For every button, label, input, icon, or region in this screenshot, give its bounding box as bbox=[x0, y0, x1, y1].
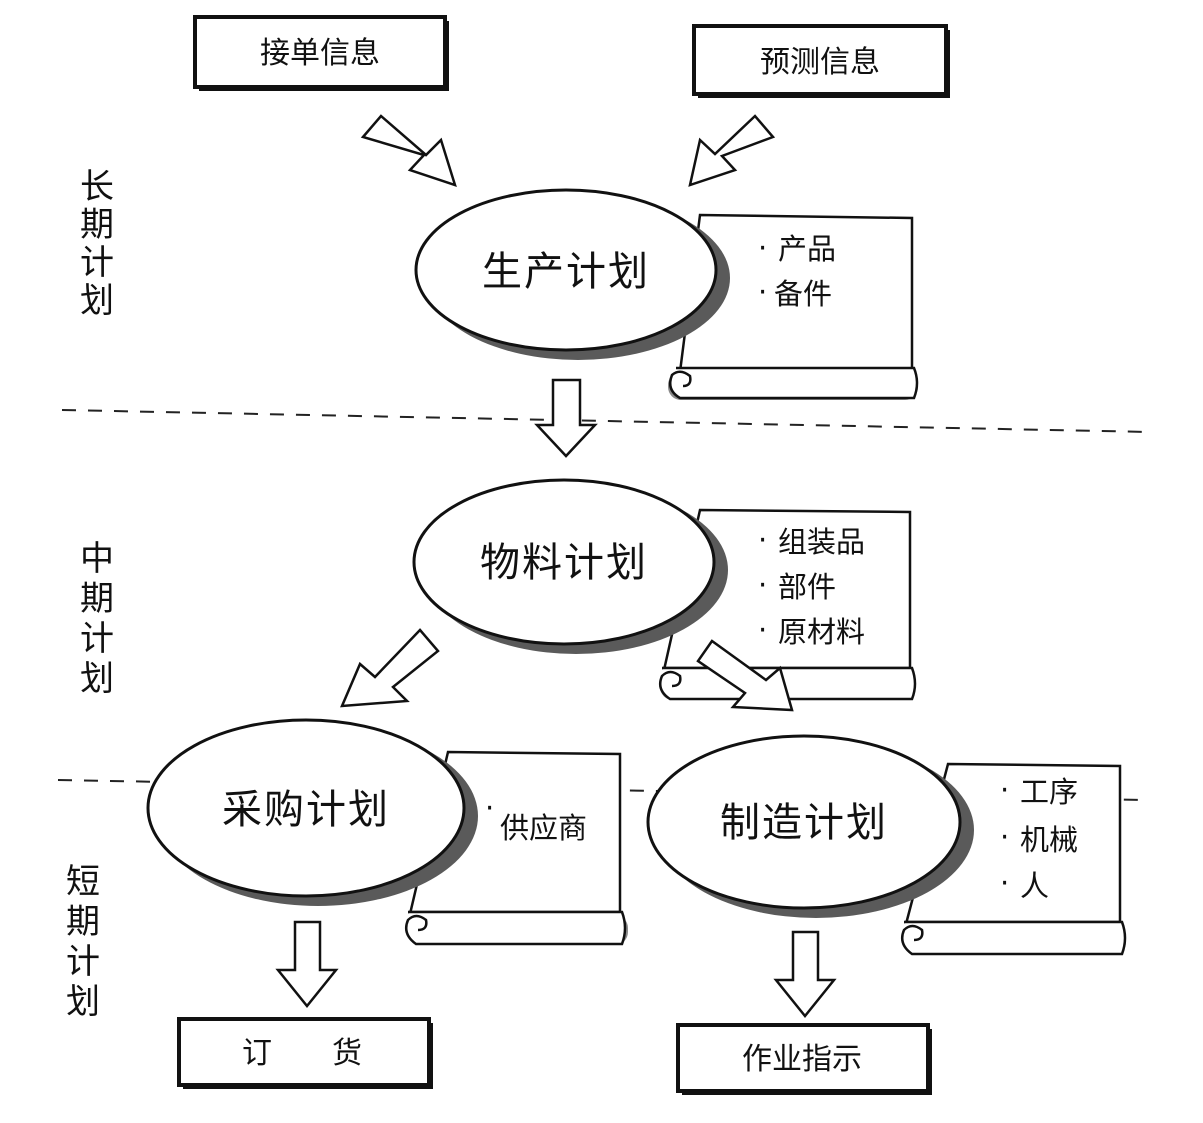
short-term-char: 划 bbox=[66, 982, 100, 1022]
arrow-manufacturing-to-instruction bbox=[773, 930, 837, 1018]
bullet-icon: · bbox=[758, 568, 767, 602]
production-items: · 产品 · 备件 bbox=[758, 231, 836, 311]
production-plan-group: 生产计划 · 产品 · 备件 bbox=[414, 188, 919, 400]
purchase-items: · 供应商 bbox=[485, 791, 587, 845]
arrow-order-to-production bbox=[360, 114, 457, 187]
bullet-icon: · bbox=[758, 231, 767, 265]
purchase-plan-title: 采购计划 bbox=[222, 787, 390, 833]
separator-long-mid bbox=[61, 409, 1151, 433]
manufacturing-item: 机械 bbox=[1020, 823, 1078, 857]
material-item: 原材料 bbox=[778, 615, 865, 649]
material-plan-group: 物料计划 · 组装品 · 部件 · 原材料 bbox=[412, 478, 917, 701]
production-item: 产品 bbox=[778, 232, 836, 266]
mid-term-char: 划 bbox=[80, 659, 114, 699]
mid-term-char: 计 bbox=[80, 619, 114, 659]
short-term-char: 短 bbox=[66, 862, 100, 902]
long-term-label: 长 期 计 划 bbox=[80, 167, 114, 321]
bullet-icon: · bbox=[1000, 820, 1009, 854]
purchase-plan-group: 采购计划 · 供应商 bbox=[146, 718, 628, 946]
work-instruction-label: 作业指示 bbox=[742, 1042, 862, 1077]
bullet-icon: · bbox=[1000, 773, 1009, 807]
manufacturing-plan-title: 制造计划 bbox=[720, 800, 888, 846]
production-item: 备件 bbox=[774, 277, 832, 311]
purchase-plan-oval bbox=[146, 718, 466, 898]
production-plan-oval bbox=[414, 188, 718, 352]
short-term-char: 期 bbox=[66, 902, 100, 942]
order-info-box: 接单信息 bbox=[193, 15, 449, 91]
arrow-production-to-material bbox=[534, 378, 598, 458]
forecast-info-label: 预测信息 bbox=[760, 45, 880, 80]
purchase-item: 供应商 bbox=[500, 811, 587, 845]
arrow-material-to-manufacturing bbox=[696, 639, 794, 712]
short-term-char: 计 bbox=[66, 942, 100, 982]
material-plan-oval bbox=[412, 478, 716, 646]
mid-term-label: 中 期 计 划 bbox=[80, 539, 114, 699]
manufacturing-items: · 工序 · 机械 · 人 bbox=[1000, 773, 1078, 903]
forecast-info-box: 预测信息 bbox=[692, 24, 950, 98]
long-term-char: 期 bbox=[80, 205, 114, 245]
arrow-purchase-to-ordering bbox=[275, 920, 339, 1008]
short-term-label: 短 期 计 划 bbox=[66, 862, 100, 1022]
long-term-char: 划 bbox=[80, 281, 114, 321]
production-scroll bbox=[668, 213, 919, 400]
material-plan-title: 物料计划 bbox=[480, 540, 648, 586]
bullet-icon: · bbox=[485, 791, 494, 825]
manufacturing-plan-oval bbox=[646, 734, 962, 910]
bullet-icon: · bbox=[758, 275, 767, 309]
order-info-label: 接单信息 bbox=[260, 36, 380, 71]
long-term-char: 长 bbox=[80, 167, 114, 207]
ordering-label: 订 货 bbox=[242, 1036, 362, 1071]
material-item: 部件 bbox=[778, 570, 836, 604]
work-instruction-box: 作业指示 bbox=[676, 1023, 932, 1095]
long-term-char: 计 bbox=[80, 243, 114, 283]
material-items: · 组装品 · 部件 · 原材料 bbox=[758, 523, 865, 649]
mid-term-char: 期 bbox=[80, 579, 114, 619]
manufacturing-item: 人 bbox=[1020, 869, 1049, 903]
manufacturing-item: 工序 bbox=[1020, 775, 1078, 809]
arrow-forecast-to-production bbox=[688, 114, 776, 187]
material-item: 组装品 bbox=[778, 525, 865, 559]
manufacturing-plan-group: 制造计划 · 工序 · 机械 · 人 bbox=[646, 734, 1127, 956]
ordering-box: 订 货 bbox=[177, 1017, 433, 1089]
arrow-material-to-purchase bbox=[340, 628, 440, 708]
bullet-icon: · bbox=[758, 613, 767, 647]
production-plan-title: 生产计划 bbox=[482, 249, 650, 295]
bullet-icon: · bbox=[758, 523, 767, 557]
mid-term-char: 中 bbox=[80, 539, 114, 579]
bullet-icon: · bbox=[1000, 866, 1009, 900]
